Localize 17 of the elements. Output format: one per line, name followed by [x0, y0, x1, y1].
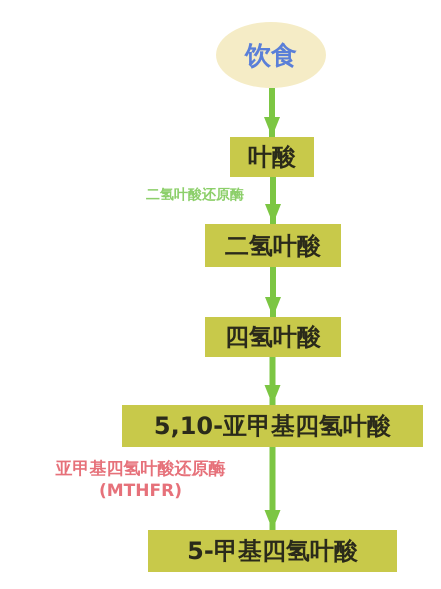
arrow	[264, 447, 280, 530]
compound-box	[122, 405, 423, 447]
node-label: 叶酸	[248, 142, 296, 173]
arrow	[265, 177, 281, 224]
compound-box	[205, 317, 341, 357]
arrow	[265, 267, 281, 317]
node-label: 饮食	[245, 40, 297, 72]
compound-box	[148, 530, 397, 572]
compound-box	[230, 137, 314, 177]
node-label: 四氢叶酸	[225, 322, 321, 353]
node-label: 5-甲基四氢叶酸	[187, 536, 358, 567]
node-label: 二氢叶酸	[225, 230, 321, 262]
arrow	[264, 88, 280, 137]
arrow	[264, 357, 280, 405]
food-ellipse	[216, 22, 326, 88]
node-label: 5,10-亚甲基四氢叶酸	[154, 411, 392, 442]
compound-box	[205, 224, 341, 267]
